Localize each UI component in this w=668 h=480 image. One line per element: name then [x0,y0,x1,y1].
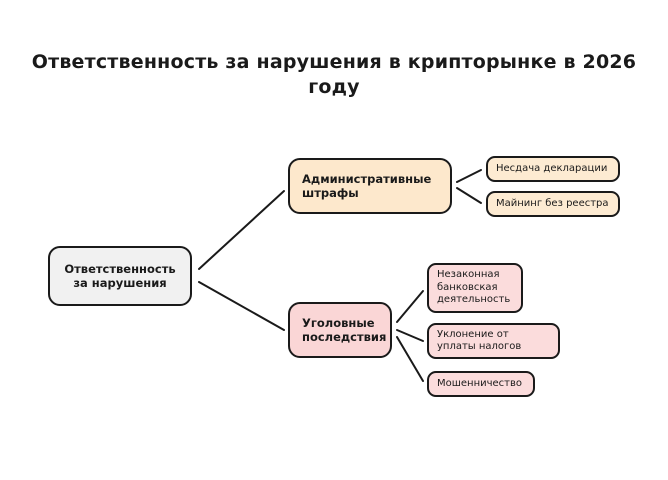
diagram-title: Ответственность за нарушения в крипторын… [31,51,637,98]
leaf-node-illegal-banking: Незаконная банковская деятельность [427,263,523,313]
link-root-admin [198,190,285,270]
branch-node-administrative-fines: Административные штрафы [288,158,452,214]
leaf-node-tax-evasion: Уклонение от уплаты налогов [427,323,560,359]
branch-node-label: Уголовные последствия [302,315,387,344]
link-root-criminal [198,281,285,331]
branch-node-criminal-consequences: Уголовные последствия [288,302,392,358]
link-criminal-leaf2 [396,329,424,342]
leaf-node-label: Несдача декларации [496,162,608,174]
link-criminal-leaf1 [396,290,424,323]
leaf-node-label: Незаконная банковская деятельность [437,269,511,306]
branch-node-label: Административные штрафы [302,171,432,200]
leaf-node-declaration-failure: Несдача декларации [486,156,620,182]
leaf-node-fraud: Мошенничество [427,371,535,397]
leaf-node-unregistered-mining: Майнинг без реестра [486,191,620,217]
leaf-node-label: Майнинг без реестра [496,197,609,209]
leaf-node-label: Уклонение от уплаты налогов [437,328,522,353]
root-node: Ответственность за нарушения [48,246,192,306]
root-node-label: Ответственность за нарушения [64,261,176,290]
link-admin-leaf1 [456,169,482,183]
link-admin-leaf2 [456,187,482,204]
link-criminal-leaf3 [396,336,424,382]
leaf-node-label: Мошенничество [437,377,523,389]
